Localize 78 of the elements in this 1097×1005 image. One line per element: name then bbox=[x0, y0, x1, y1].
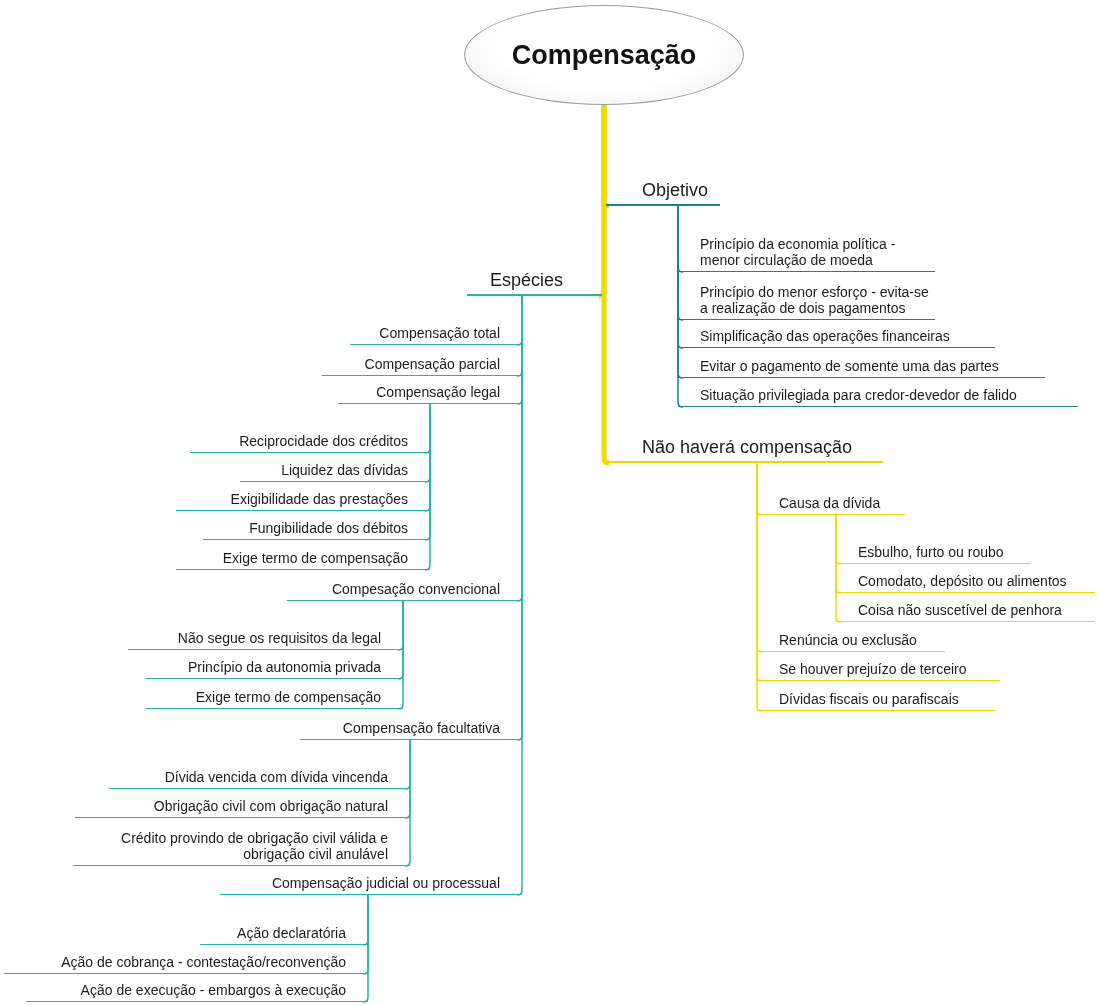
subtopic bbox=[338, 383, 522, 404]
subtopic bbox=[757, 631, 945, 652]
topic-text: Simplificação das operações financeiras bbox=[700, 327, 950, 344]
topic-text: Ação declaratória bbox=[237, 924, 346, 941]
subtopic bbox=[128, 629, 403, 650]
topic-text: Objetivo bbox=[642, 180, 709, 201]
subtopic bbox=[678, 386, 1078, 407]
topic-text: Renúncia ou exclusão bbox=[779, 631, 917, 648]
subtopic bbox=[176, 549, 430, 570]
subtopic bbox=[190, 432, 430, 453]
topic-text: Evitar o pagamento de somente uma das partes bbox=[700, 357, 999, 374]
topic-text: Ação de cobrança - contestação/reconvenção bbox=[61, 953, 346, 970]
subtopic bbox=[200, 924, 368, 945]
subtopic bbox=[757, 690, 995, 711]
subtopic bbox=[836, 601, 1095, 622]
branch-line bbox=[404, 739, 411, 867]
branch-line bbox=[397, 600, 404, 710]
subtopic bbox=[300, 719, 522, 740]
topic-text: Princípio da economia política - menor circulação de moeda bbox=[700, 235, 897, 268]
main-topic: Compensação bbox=[511, 39, 697, 71]
topic-text: Princípio do menor esforço - evita-se a realização de dois pagamentos bbox=[700, 283, 929, 316]
topic-text: Compensação facultativa bbox=[342, 719, 500, 736]
topic-text: Crédito provindo de obrigação civil válida e obrigação civil anulável bbox=[120, 829, 388, 862]
topic-text: Se houver prejuízo de terceiro bbox=[779, 660, 967, 677]
branch-line bbox=[424, 403, 431, 571]
subtopic bbox=[836, 543, 1030, 564]
branch-topic bbox=[467, 270, 602, 296]
subtopic bbox=[757, 494, 905, 515]
subtopic bbox=[678, 235, 935, 272]
subtopic bbox=[145, 658, 403, 679]
branch-topic bbox=[606, 437, 883, 463]
subtopic bbox=[109, 768, 410, 789]
topic-text: Princípio da autonomia privada bbox=[188, 658, 381, 675]
subtopic bbox=[220, 874, 522, 895]
branch-line bbox=[601, 105, 612, 466]
topic-text: Exigibilidade das prestações bbox=[230, 490, 408, 507]
topic-text: Liquidez das dívidas bbox=[281, 461, 408, 478]
subtopic bbox=[322, 355, 522, 376]
subtopic bbox=[757, 660, 1000, 681]
subtopic bbox=[678, 357, 1045, 378]
topic-text: Dívida vencida com dívida vincenda bbox=[164, 768, 388, 785]
topic-text: Compensação judicial ou processual bbox=[271, 874, 500, 891]
topic-text: Compesação convencional bbox=[331, 580, 500, 597]
topic-text: Esbulho, furto ou roubo bbox=[858, 543, 1004, 560]
topic-text: Compensação parcial bbox=[364, 355, 500, 372]
topic-text: Ação de execução - embargos à execução bbox=[80, 981, 346, 998]
subtopic bbox=[73, 829, 410, 866]
subtopic bbox=[75, 797, 410, 818]
subtopic bbox=[26, 981, 368, 1002]
topic-text: Compensação total bbox=[379, 324, 500, 341]
topic-text: Espécies bbox=[489, 270, 563, 291]
subtopic bbox=[4, 953, 368, 974]
subtopic bbox=[240, 461, 430, 482]
topic-text: Dívidas fiscais ou parafiscais bbox=[779, 690, 959, 707]
topic-text: Causa da dívida bbox=[779, 494, 881, 511]
topic-text: Não segue os requisitos da legal bbox=[177, 629, 381, 646]
branch-topic bbox=[606, 180, 720, 206]
subtopic bbox=[836, 572, 1095, 593]
topic-text: Obrigação civil com obrigação natural bbox=[153, 797, 388, 814]
topic-text: Fungibilidade dos débitos bbox=[249, 519, 408, 536]
topic-text: Situação privilegiada para credor-devedor de falido bbox=[700, 386, 1017, 403]
branch-line bbox=[516, 295, 523, 896]
topic-text: Coisa não suscetível de penhora bbox=[858, 601, 1062, 618]
topic-text: Não haverá compensação bbox=[642, 437, 853, 458]
subtopic bbox=[678, 327, 995, 348]
branch-line bbox=[835, 514, 842, 623]
subtopic bbox=[287, 580, 522, 601]
topic-text: Comodato, depósito ou alimentos bbox=[858, 572, 1067, 589]
topic-text: Compensação legal bbox=[376, 383, 500, 400]
topic-text: Exige termo de compensação bbox=[195, 688, 381, 705]
subtopic bbox=[678, 283, 935, 320]
subtopic bbox=[145, 688, 403, 709]
subtopic bbox=[350, 324, 522, 345]
subtopic bbox=[176, 490, 430, 511]
branch-line bbox=[362, 894, 369, 1003]
subtopic bbox=[203, 519, 430, 540]
topic-text: Reciprocidade dos créditos bbox=[239, 432, 408, 449]
topic-text: Exige termo de compensação bbox=[222, 549, 408, 566]
